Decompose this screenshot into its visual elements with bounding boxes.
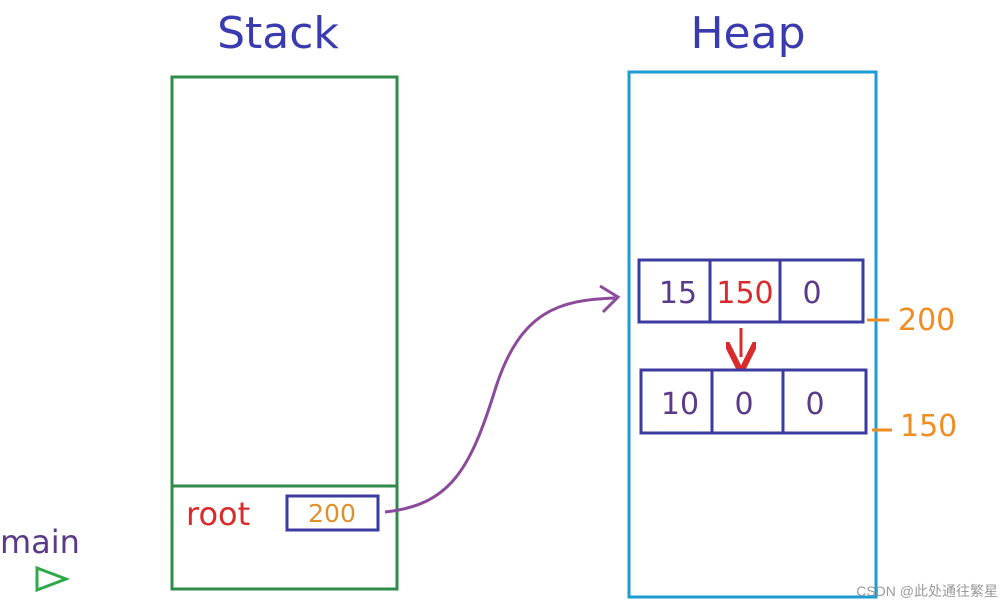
main-frame-label: main [0,523,80,561]
node-extra-cell: 0 [802,276,821,311]
root-variable-label: root [186,495,250,533]
node-box [637,258,865,324]
node-extra-cell: 0 [805,387,824,422]
node-next-cell: 150 [716,276,773,311]
node-box [639,368,868,435]
heap-box [627,70,878,599]
node-value-cell: 10 [661,387,699,422]
node-value-cell: 15 [659,276,697,311]
node-address-label: 200 [898,303,955,338]
node-next-cell: 0 [734,387,753,422]
stack-title: Stack [217,8,339,59]
watermark: CSDN @此处通往繁星 [856,583,998,599]
root-value-box [285,494,380,532]
heap-node: 10 0 0 [639,368,868,435]
heap-node: 15 150 0 [637,258,865,324]
root-value: 200 [308,499,356,528]
node-address-label: 150 [900,409,957,444]
heap-title: Heap [690,8,805,59]
root-reference-arrow [384,296,616,514]
root-reference-arrowhead [599,284,621,314]
play-icon [35,565,71,593]
stack-box [170,75,399,591]
